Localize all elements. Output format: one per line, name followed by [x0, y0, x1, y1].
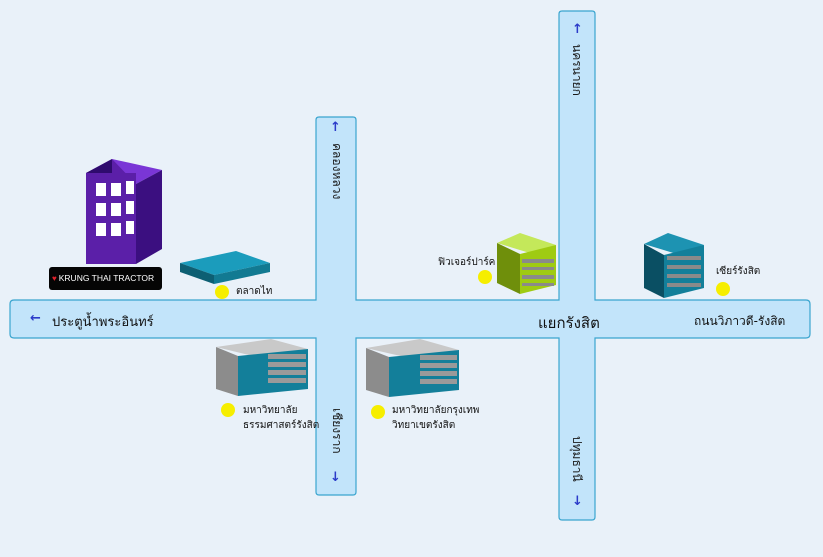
landmark-label-thammasat-1: มหาวิทยาลัย — [243, 405, 298, 416]
west-arrow: ← — [30, 311, 41, 326]
landmark-label-krungthep-1: มหาวิทยาลัยกรุงเทพ — [392, 405, 480, 416]
krungthep-building — [366, 339, 459, 397]
north-right-arrow: ↑ — [572, 22, 583, 37]
junction-label: แยกรังสิต — [538, 314, 600, 332]
ktt-sign: ♥KRUNG THAI TRACTOR — [49, 267, 162, 290]
talad-thai-building — [180, 251, 270, 284]
landmark-label-thammasat-2: ธรรมศาสตร์รังสิต — [243, 420, 320, 431]
zeer-rangsit-building — [644, 233, 704, 298]
marker-krungthep — [371, 405, 385, 419]
landmark-label-future-park: ฟิวเจอร์ปาร์ค — [438, 257, 496, 268]
marker-zeer-rangsit — [716, 282, 730, 296]
road-label-west: ประตูน้ำพระอินทร์ — [52, 315, 154, 330]
road-label-north-left: คลองหลวง — [330, 143, 344, 200]
north-left-arrow: ↑ — [330, 120, 341, 135]
ktt-building — [86, 159, 162, 264]
landmark-label-zeer-rangsit: เซียร์รังสิต — [716, 266, 761, 277]
road-label-south-left: เชียงราก — [330, 408, 344, 454]
south-right-arrow: ↓ — [572, 494, 583, 509]
thammasat-building — [216, 339, 308, 396]
marker-future-park — [478, 270, 492, 284]
marker-thammasat — [221, 403, 235, 417]
road-label-east: ถนนวิภาวดี-รังสิต — [694, 314, 786, 328]
road-label-north-right: นครนายก — [570, 44, 584, 96]
heart-icon: ♥ — [52, 274, 57, 283]
road-network — [9, 10, 811, 521]
landmark-label-krungthep-2: วิทยาเขตรังสิต — [392, 420, 456, 431]
landmark-label-talad-thai: ตลาดไท — [236, 286, 273, 297]
marker-talad-thai — [215, 285, 229, 299]
future-park-building — [497, 233, 556, 294]
south-left-arrow: ↓ — [330, 470, 341, 485]
ktt-sign-label: KRUNG THAI TRACTOR — [58, 273, 155, 283]
road-label-south-right: ปทุมธานี — [570, 436, 584, 482]
